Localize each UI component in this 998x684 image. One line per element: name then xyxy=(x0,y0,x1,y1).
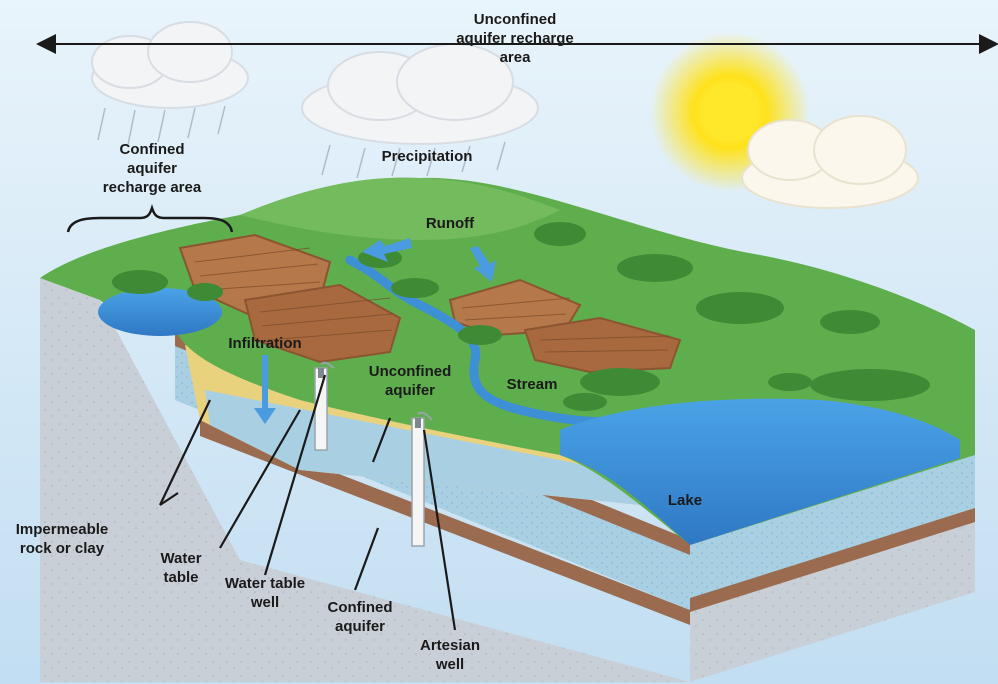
cloud-right xyxy=(741,115,919,209)
infiltration-arrow xyxy=(254,355,276,424)
lake-label: Lake xyxy=(667,492,703,509)
runoff-arrows xyxy=(362,238,496,282)
cloud-center xyxy=(301,43,539,145)
lake xyxy=(560,398,960,545)
farm-fields xyxy=(178,233,682,374)
unconfined-aquifer-label: Unconfined aquifer xyxy=(368,363,452,399)
right-aquifer-layer xyxy=(690,455,975,600)
land-highlight xyxy=(240,177,560,240)
water-table-label: Water table xyxy=(160,550,202,586)
right-clay-layer xyxy=(690,508,975,612)
runoff-label: Runoff xyxy=(425,215,475,232)
confined-recharge-label: Confined aquifer recharge area xyxy=(102,141,202,196)
impermeable-label: Impermeable rock or clay xyxy=(15,521,109,557)
precipitation-label: Precipitation xyxy=(381,148,473,165)
leader-lines xyxy=(159,374,457,631)
confined-aquifer-label: Confined aquifer xyxy=(327,599,393,635)
stream-label: Stream xyxy=(506,376,558,393)
artesian-well-label: Artesian well xyxy=(419,637,481,673)
artesian-well xyxy=(411,411,433,547)
rain-center xyxy=(321,141,506,179)
rain-left xyxy=(97,105,226,146)
confined-recharge-bracket xyxy=(66,204,234,233)
block-left-face xyxy=(40,278,690,682)
infiltration-label: Infiltration xyxy=(228,335,302,352)
recharge-pond xyxy=(98,288,222,336)
water-table-well-label: Water table well xyxy=(224,575,306,611)
unconfined-recharge-label: Unconfined aquifer recharge area xyxy=(456,11,574,66)
water-table-well xyxy=(314,361,335,451)
sun-icon xyxy=(700,82,760,142)
